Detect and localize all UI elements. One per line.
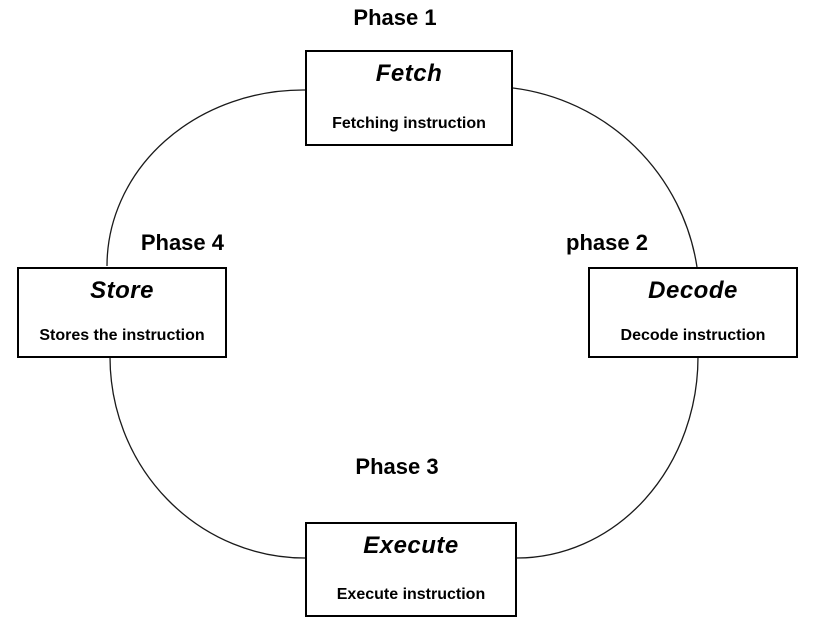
execute-title: Execute <box>363 532 459 559</box>
arc-top-left <box>106 89 306 267</box>
execute-description: Execute instruction <box>336 586 486 603</box>
decode-title: Decode <box>648 277 738 304</box>
phase-2-label: phase 2 <box>566 230 648 255</box>
arc-bottom-left <box>109 356 306 559</box>
arc-top-right <box>512 87 698 268</box>
fetch-title: Fetch <box>375 60 443 87</box>
store-title: Store <box>90 277 154 304</box>
phase-4-label: Phase 4 <box>140 230 224 255</box>
phase-3-label: Phase 3 <box>355 454 439 479</box>
execute-box: Execute Execute instruction <box>305 522 517 617</box>
decode-description: Decode instruction <box>620 327 766 344</box>
phase-1-label: Phase 1 <box>353 5 437 30</box>
store-box: Store Stores the instruction <box>17 267 227 358</box>
store-description: Stores the instruction <box>39 327 205 344</box>
fetch-description: Fetching instruction <box>332 115 486 132</box>
fetch-box: Fetch Fetching instruction <box>305 50 513 146</box>
arc-bottom-right <box>516 356 699 559</box>
decode-box: Decode Decode instruction <box>588 267 798 358</box>
